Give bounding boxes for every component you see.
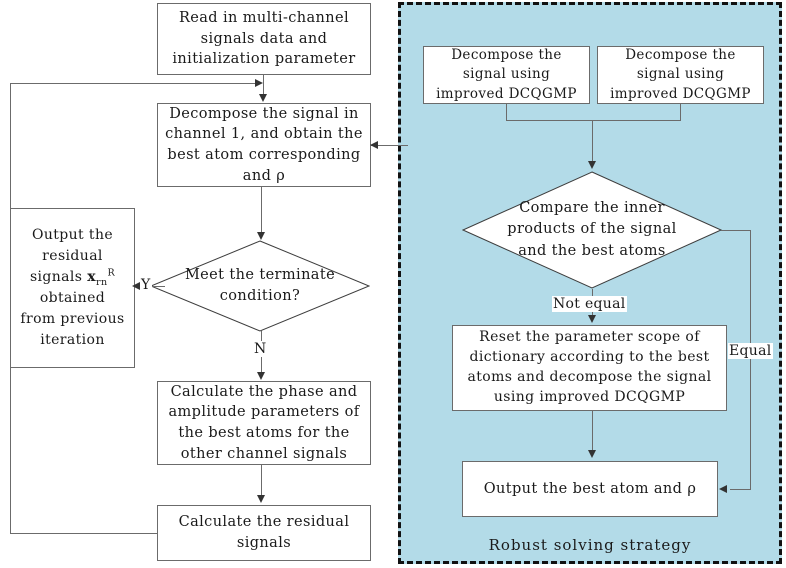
connector-decomposeright-down xyxy=(680,104,681,120)
connector-join-to-compare xyxy=(592,120,593,162)
output-residual-line4: obtained xyxy=(39,290,106,306)
panel-label: Robust solving strategy xyxy=(488,536,692,554)
diamond-shape xyxy=(150,240,370,332)
arrowhead-terminate-no xyxy=(256,372,265,380)
node-decompose-right[interactable]: Decompose the signal using improved DCQG… xyxy=(597,46,764,104)
node-decompose-left-label: Decompose the signal using improved DCQG… xyxy=(436,47,577,102)
node-decompose-left[interactable]: Decompose the signal using improved DCQG… xyxy=(423,46,590,104)
node-decompose-channel1[interactable]: Decompose the signal in channel 1, and o… xyxy=(157,103,371,187)
node-compare-inner[interactable]: Compare the inner products of the signal… xyxy=(462,171,722,289)
arrowhead-compare-notequal xyxy=(587,315,596,323)
node-terminate-check[interactable]: Meet the terminate condition? xyxy=(150,240,370,332)
loopback-top-segment xyxy=(10,83,259,84)
node-decompose-right-label: Decompose the signal using improved DCQG… xyxy=(610,47,751,102)
connector-terminate-yes xyxy=(143,286,165,287)
output-residual-line2: residual xyxy=(42,248,103,264)
output-residual-line5: from previous xyxy=(20,311,125,327)
edge-label-yes: Y xyxy=(140,277,152,293)
node-output-residual[interactable]: Output the residual signals xrnR obtaine… xyxy=(10,208,135,368)
output-residual-superscript: R xyxy=(107,267,116,279)
arrowhead-terminate-yes xyxy=(132,281,140,290)
node-calc-residual-label: Calculate the residual signals xyxy=(178,514,350,551)
node-read-in-label: Read in multi-channel signals data and i… xyxy=(172,10,356,68)
connector-compare-equal-right xyxy=(721,230,750,231)
edge-label-equal: Equal xyxy=(728,343,773,359)
output-residual-variable: x xyxy=(87,269,96,285)
node-reset-parameter-label: Reset the parameter scope of dictionary … xyxy=(467,329,712,405)
connector-compare-equal-into-output xyxy=(730,489,751,490)
connector-compare-equal-down xyxy=(750,230,751,489)
arrowhead-reset-to-output xyxy=(587,450,596,458)
connector-calcphase-to-calcresidual xyxy=(261,465,262,496)
node-terminate-check-label: Meet the terminate condition? xyxy=(184,266,336,304)
node-output-best-atom[interactable]: Output the best atom and ρ xyxy=(462,461,718,517)
edge-label-no: N xyxy=(253,341,268,357)
connector-reset-to-output xyxy=(592,411,593,452)
connector-decompose-to-terminate xyxy=(261,187,262,233)
arrowhead-decompose-to-terminate xyxy=(256,232,265,240)
arrowhead-readin-to-decompose xyxy=(258,94,267,102)
node-calc-residual[interactable]: Calculate the residual signals xyxy=(157,505,371,561)
connector-readin-to-decompose xyxy=(263,75,264,95)
node-output-residual-label: Output the residual signals xrnR obtaine… xyxy=(15,225,130,351)
diamond-shape xyxy=(462,171,722,289)
connector-decomposeleft-down xyxy=(506,104,507,120)
arrowhead-compare-equal xyxy=(719,484,727,493)
output-residual-line1: Output the xyxy=(31,227,114,243)
connector-panel-to-decompose xyxy=(371,145,408,146)
output-residual-line3-prefix: signals xyxy=(29,269,88,285)
loopback-left-segment xyxy=(10,83,11,534)
edge-label-not-equal: Not equal xyxy=(552,296,627,312)
arrowhead-loopback-to-decompose xyxy=(255,78,263,87)
node-read-in[interactable]: Read in multi-channel signals data and i… xyxy=(157,3,371,75)
output-residual-subscript: rn xyxy=(96,276,108,288)
node-calc-phase-amp[interactable]: Calculate the phase and amplitude parame… xyxy=(157,381,371,465)
node-reset-parameter[interactable]: Reset the parameter scope of dictionary … xyxy=(452,325,727,411)
node-decompose-channel1-label: Decompose the signal in channel 1, and o… xyxy=(165,105,363,184)
connector-decompose-join xyxy=(506,120,681,121)
loopback-bottom-segment xyxy=(10,533,158,534)
output-residual-line6: iteration xyxy=(40,332,105,348)
node-output-best-atom-label: Output the best atom and ρ xyxy=(483,480,697,497)
arrowhead-calcphase-to-calcresidual xyxy=(256,495,265,503)
node-calc-phase-amp-label: Calculate the phase and amplitude parame… xyxy=(168,383,360,462)
arrowhead-panel-to-decompose xyxy=(370,140,378,149)
arrowhead-join-to-compare xyxy=(587,161,596,169)
node-compare-inner-label: Compare the inner products of the signal… xyxy=(507,200,677,259)
